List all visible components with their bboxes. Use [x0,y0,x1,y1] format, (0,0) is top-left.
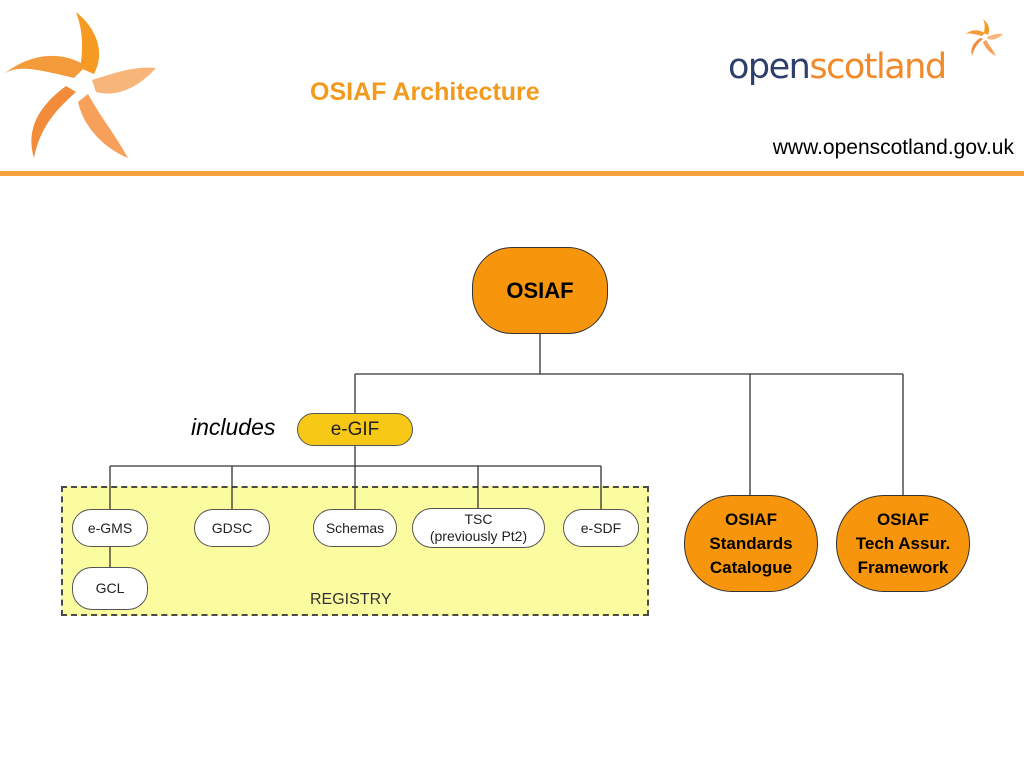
brand-scotland-text: scotland [809,47,947,87]
tech-line1: OSIAF [877,509,929,529]
standards-line2: Standards [709,533,793,553]
registry-node-egms: e-GMS [72,509,148,547]
tech-line3: Framework [857,557,949,577]
esdf-label: e-SDF [580,519,622,536]
includes-label: includes [191,414,276,440]
gdsc-label: GDSC [211,519,253,536]
registry-node-tsc: TSC (previously Pt2) [412,508,545,548]
registry-node-gdsc: GDSC [194,509,270,547]
standards-catalogue-node: OSIAF Standards Catalogue [684,495,818,592]
standards-line1: OSIAF [725,509,777,529]
osiaf-root-node: OSIAF [472,247,608,334]
registry-node-esdf: e-SDF [563,509,639,547]
schemas-label: Schemas [325,519,385,536]
pinwheel-logo-icon [4,12,156,158]
tech-line2: Tech Assur. [855,533,951,553]
egif-node: e-GIF [297,413,413,446]
registry-node-gcl: GCL [72,567,148,610]
tsc-label: TSC [464,511,493,527]
registry-node-schemas: Schemas [313,509,397,547]
brand-open-text: open [728,47,811,87]
pinwheel-small-icon [965,19,1003,56]
brand-logo: openscotland [728,19,1003,95]
osiaf-root-label: OSIAF [506,277,574,303]
header-divider [0,171,1024,176]
egif-label: e-GIF [330,418,380,440]
site-url: www.openscotland.gov.uk [772,136,1014,159]
page-title: OSIAF Architecture [310,78,540,106]
tech-assurance-node: OSIAF Tech Assur. Framework [836,495,970,592]
standards-line3: Catalogue [709,557,793,577]
gcl-label: GCL [95,580,125,596]
registry-label: REGISTRY [310,591,392,608]
egms-label: e-GMS [87,519,133,536]
tsc-sublabel: (previously Pt2) [429,528,528,544]
